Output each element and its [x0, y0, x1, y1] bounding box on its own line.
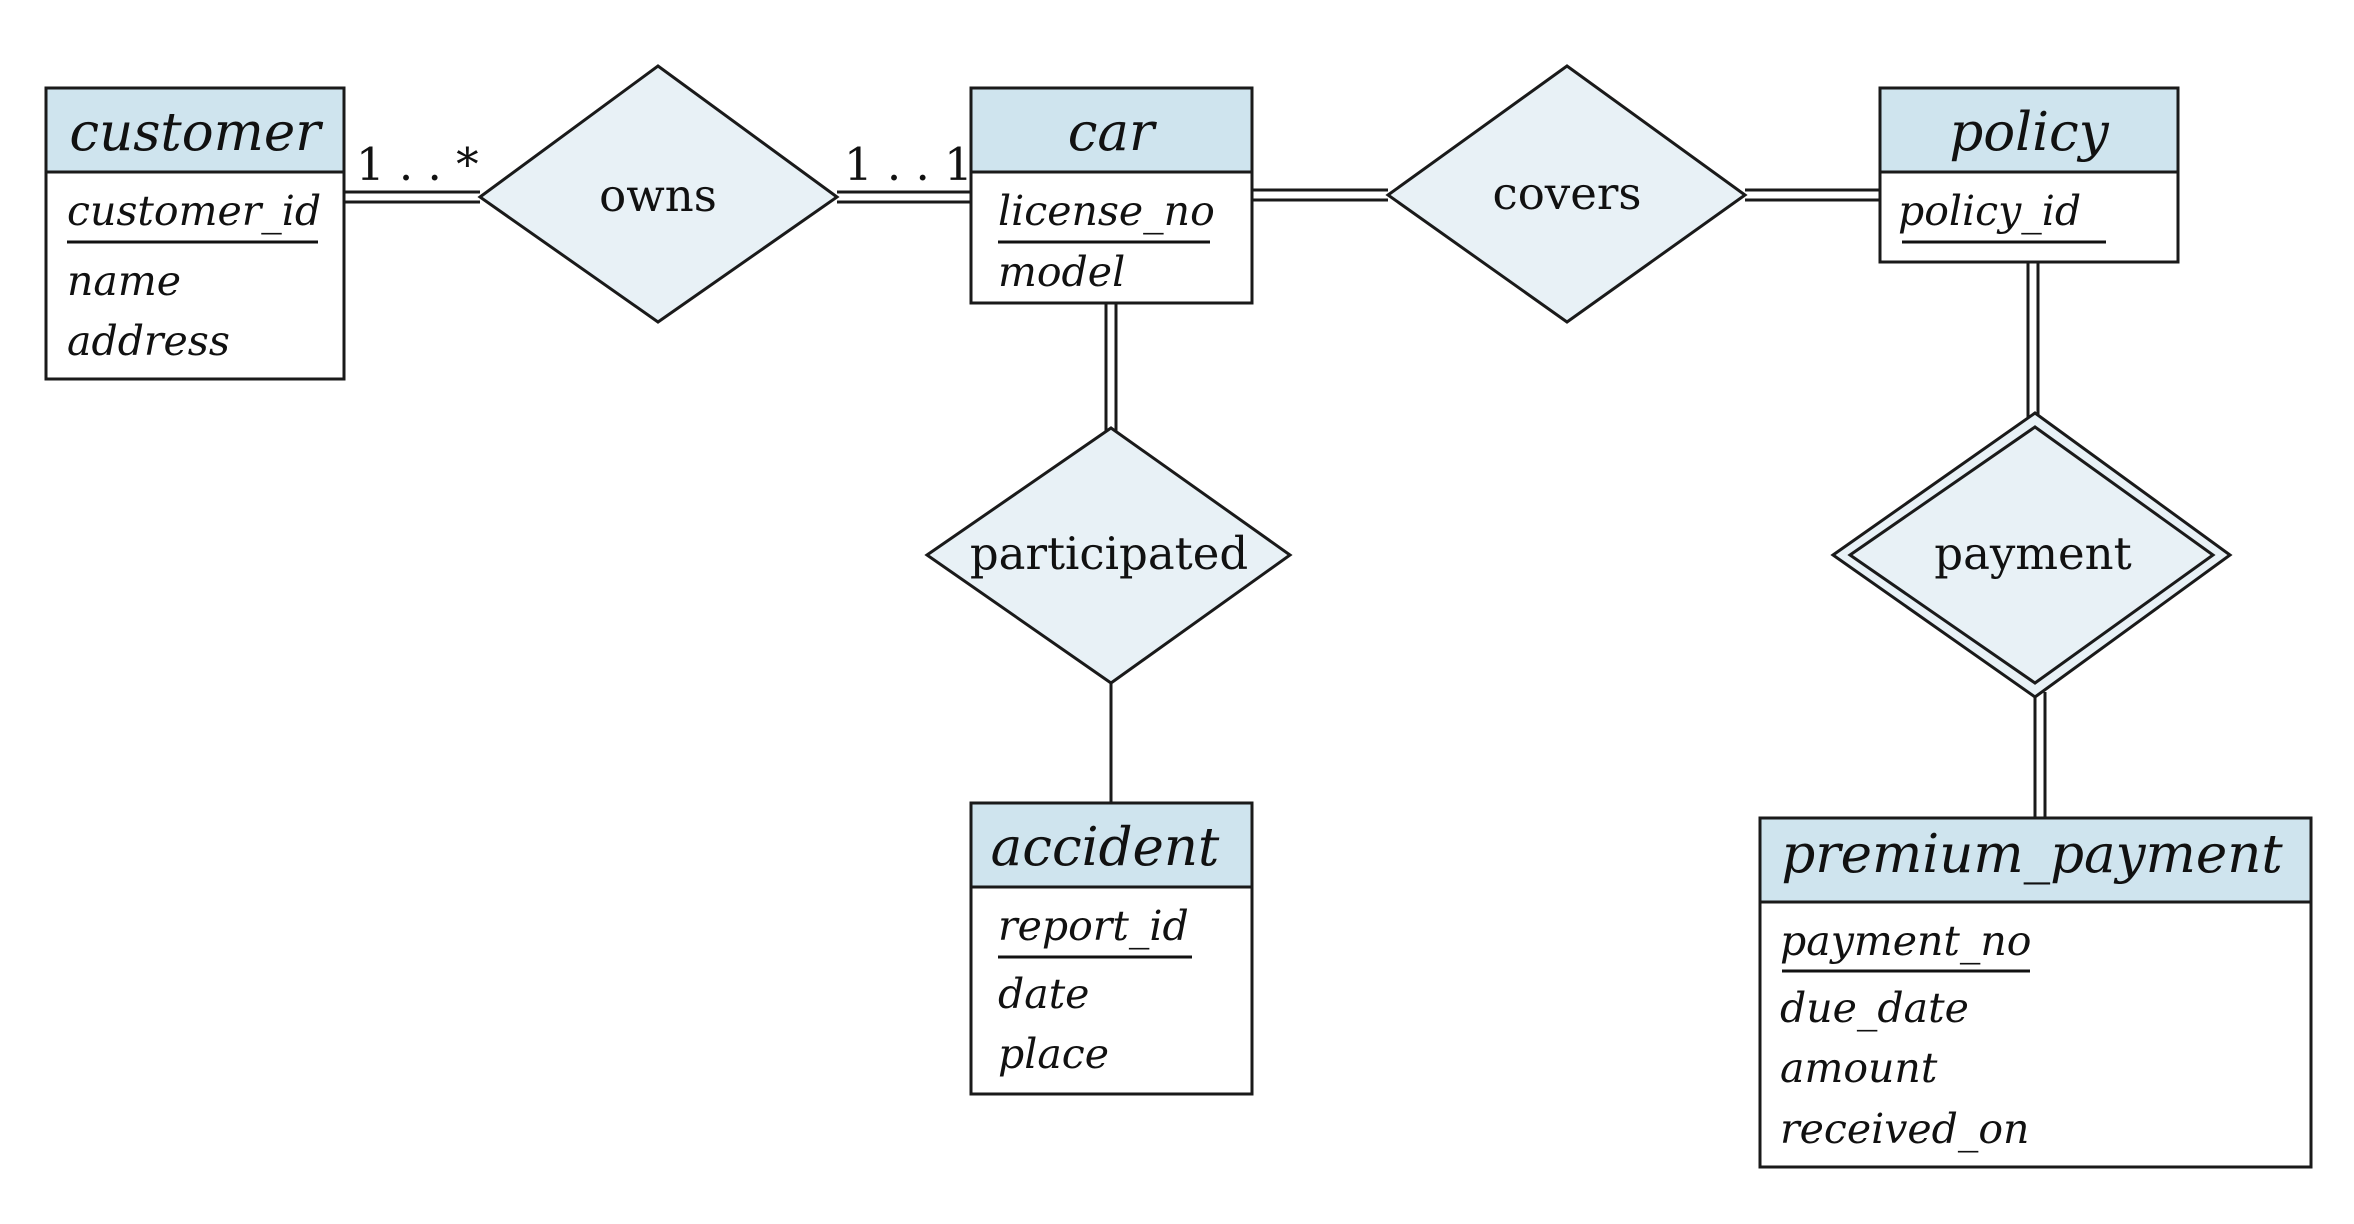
entity-premium-payment-attr-payment-no: payment_no [1780, 917, 2031, 965]
entity-accident-attr-place: place [998, 1030, 1109, 1078]
connector-car-participated [1104, 303, 1118, 433]
entity-accident: accident report_id date place [969, 801, 1254, 1096]
entity-customer-attr-address: address [67, 317, 230, 365]
entity-car-attr-license-no: license_no [998, 187, 1215, 235]
entity-premium-payment-attr-amount: amount [1780, 1044, 1938, 1092]
connector-owns-car [837, 190, 971, 204]
relationship-payment-label: payment [1934, 527, 2131, 580]
entity-car-title: car [1068, 102, 1157, 163]
relationship-covers: covers [1385, 64, 1748, 324]
connector-customer-owns [344, 190, 480, 204]
entity-car: car license_no model [969, 86, 1254, 305]
entity-premium-payment-attr-due-date: due_date [1780, 984, 1969, 1032]
relationship-covers-label: covers [1493, 167, 1642, 220]
entity-customer: customer customer_id name address [44, 86, 346, 381]
entity-accident-attr-report-id: report_id [998, 902, 1189, 950]
entity-car-attr-model: model [998, 248, 1125, 296]
entity-customer-title: customer [69, 102, 323, 163]
entity-customer-attr-customer-id: customer_id [67, 187, 321, 235]
relationship-payment: payment [1830, 411, 2233, 699]
cardinality-car-owns: 1 . . 1 [844, 138, 973, 191]
relationship-participated: participated [924, 426, 1293, 685]
entity-premium-payment-attr-received-on: received_on [1780, 1105, 2029, 1153]
cardinality-customer-owns: 1 . . * [356, 138, 479, 191]
connectors [344, 188, 2047, 818]
entity-premium-payment-title: premium_payment [1781, 824, 2283, 885]
entity-accident-attr-date: date [998, 970, 1089, 1018]
entity-policy-attr-policy-id: policy_id [1898, 187, 2081, 235]
entity-accident-title: accident [991, 817, 1220, 878]
relationship-participated-label: participated [970, 527, 1248, 580]
connector-covers-policy [1745, 188, 1880, 202]
connector-payment-premium-payment [2033, 692, 2047, 818]
connector-policy-payment [2026, 262, 2040, 418]
entity-policy: policy policy_id [1878, 86, 2180, 264]
relationship-owns-label: owns [599, 169, 717, 222]
entity-policy-title: policy [1949, 102, 2109, 163]
entity-customer-attr-name: name [67, 257, 181, 305]
connector-car-covers [1252, 188, 1388, 202]
entity-premium-payment: premium_payment payment_no due_date amou… [1758, 816, 2313, 1169]
relationship-owns: owns [477, 64, 840, 324]
